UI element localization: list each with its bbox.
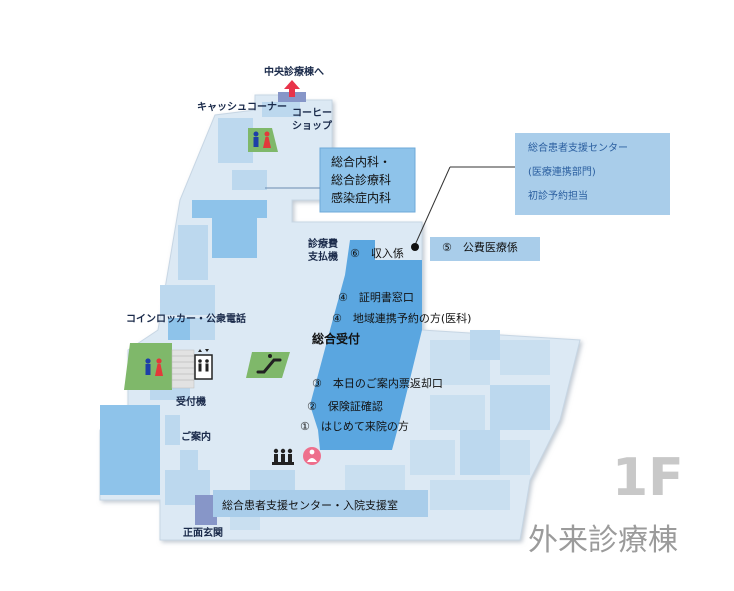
support-callout-box (515, 133, 670, 215)
building-name: 外来診療棟 (528, 523, 678, 558)
general-reception-label: 総合受付 (312, 332, 361, 346)
toilet-icon (145, 358, 163, 376)
departments-box (319, 147, 416, 213)
departments-text: 総合内科・ 総合診療科 感染症内科 (331, 155, 392, 205)
counter-3: ③ 本日のご案内票返却口 (312, 377, 443, 390)
support-room-box (213, 490, 428, 517)
escalator-icon (256, 354, 282, 374)
coffee-shop-label: コーヒー ショップ (292, 108, 332, 132)
elevator-icon (194, 349, 213, 380)
support-callout-line1: 総合患者支援センター (528, 143, 628, 154)
reception-counter-strip (310, 240, 422, 450)
counter-5: ⑤ 公費医療係 (442, 241, 518, 254)
support-callout-line2: (医療連携部門) (528, 167, 596, 178)
nursing-room-icon (303, 447, 321, 465)
counter-4b: ④ 地域連携予約の方(医科) (332, 312, 472, 325)
counter-2: ② 保険証確認 (307, 400, 383, 413)
support-callout-line3: 初診予約担当 (528, 191, 588, 202)
callout-leader-line-2 (414, 166, 451, 246)
toilet-icon (253, 131, 271, 148)
family-icon (272, 448, 294, 465)
up-arrow-icon (284, 80, 300, 97)
main-entrance-area (195, 495, 217, 525)
cash-corner-label: キャッシュコーナー (197, 102, 287, 113)
counter-1: ① はじめて来院の方 (300, 420, 409, 433)
main-entrance-label: 正面玄関 (183, 528, 223, 539)
reception-machine-label: 受付機 (176, 397, 206, 408)
counter-4a: ④ 証明書窓口 (338, 291, 414, 304)
support-room-text: 総合患者支援センター・入院支援室 (222, 499, 398, 512)
public-medical-box (430, 237, 540, 261)
guidance-label: ご案内 (181, 432, 211, 443)
counter-6: ⑥ 収入係 (350, 247, 404, 260)
stairs (171, 349, 195, 389)
payment-machine-label: 診療費 支払機 (308, 239, 338, 263)
to-central-label[interactable]: 中央診療棟へ (264, 67, 324, 78)
coin-locker-label: コインロッカー・公衆電話 (126, 314, 246, 325)
floor-number: 1F (612, 448, 684, 508)
callout-dot (411, 243, 419, 251)
